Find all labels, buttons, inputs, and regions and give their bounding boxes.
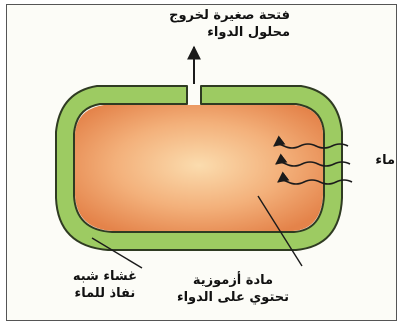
- osmotic-substance-label: مادة أزموزية تحتوي على الدواء: [177, 272, 289, 306]
- outlet-label-line1: فتحة صغيرة لخروج: [169, 7, 290, 24]
- osmotic-core: [75, 105, 323, 231]
- water-label: ماء: [375, 152, 395, 169]
- outlet-label: فتحة صغيرة لخروج محلول الدواء: [169, 7, 290, 41]
- osmotic-label-line2: تحتوي على الدواء: [177, 289, 289, 306]
- membrane-label-line1: غشاء شبه: [73, 268, 137, 285]
- osmotic-label-line1: مادة أزموزية: [177, 272, 289, 289]
- outlet-label-line2: محلول الدواء: [169, 24, 290, 41]
- membrane-label-line2: نفاذ للماء: [73, 285, 137, 302]
- membrane-label: غشاء شبه نفاذ للماء: [73, 268, 137, 302]
